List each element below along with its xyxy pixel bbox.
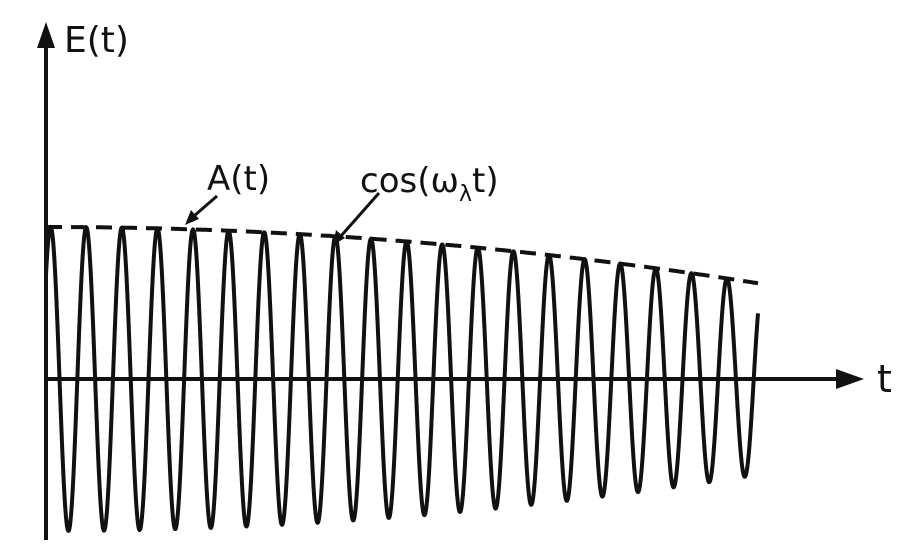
y-axis-label: E(t): [64, 20, 129, 61]
carrier-label-subscript: λ: [459, 182, 472, 207]
x-axis-label: t: [877, 357, 892, 401]
envelope-pointer-arrowhead: [185, 210, 199, 225]
carrier-label-tail: t): [472, 161, 499, 201]
x-axis-arrowhead: [836, 369, 864, 389]
y-axis-arrowhead: [37, 22, 55, 48]
carrier-pointer-arrowhead: [333, 230, 345, 245]
envelope-pointer-line: [193, 194, 218, 218]
carrier-label: cos(ωλt): [360, 161, 499, 207]
carrier-wave: [44, 225, 760, 533]
carrier-label-base: cos(ω: [360, 161, 459, 201]
carrier-pointer-line: [339, 192, 381, 237]
envelope-curve: [46, 225, 759, 286]
envelope-label: A(t): [207, 159, 270, 199]
